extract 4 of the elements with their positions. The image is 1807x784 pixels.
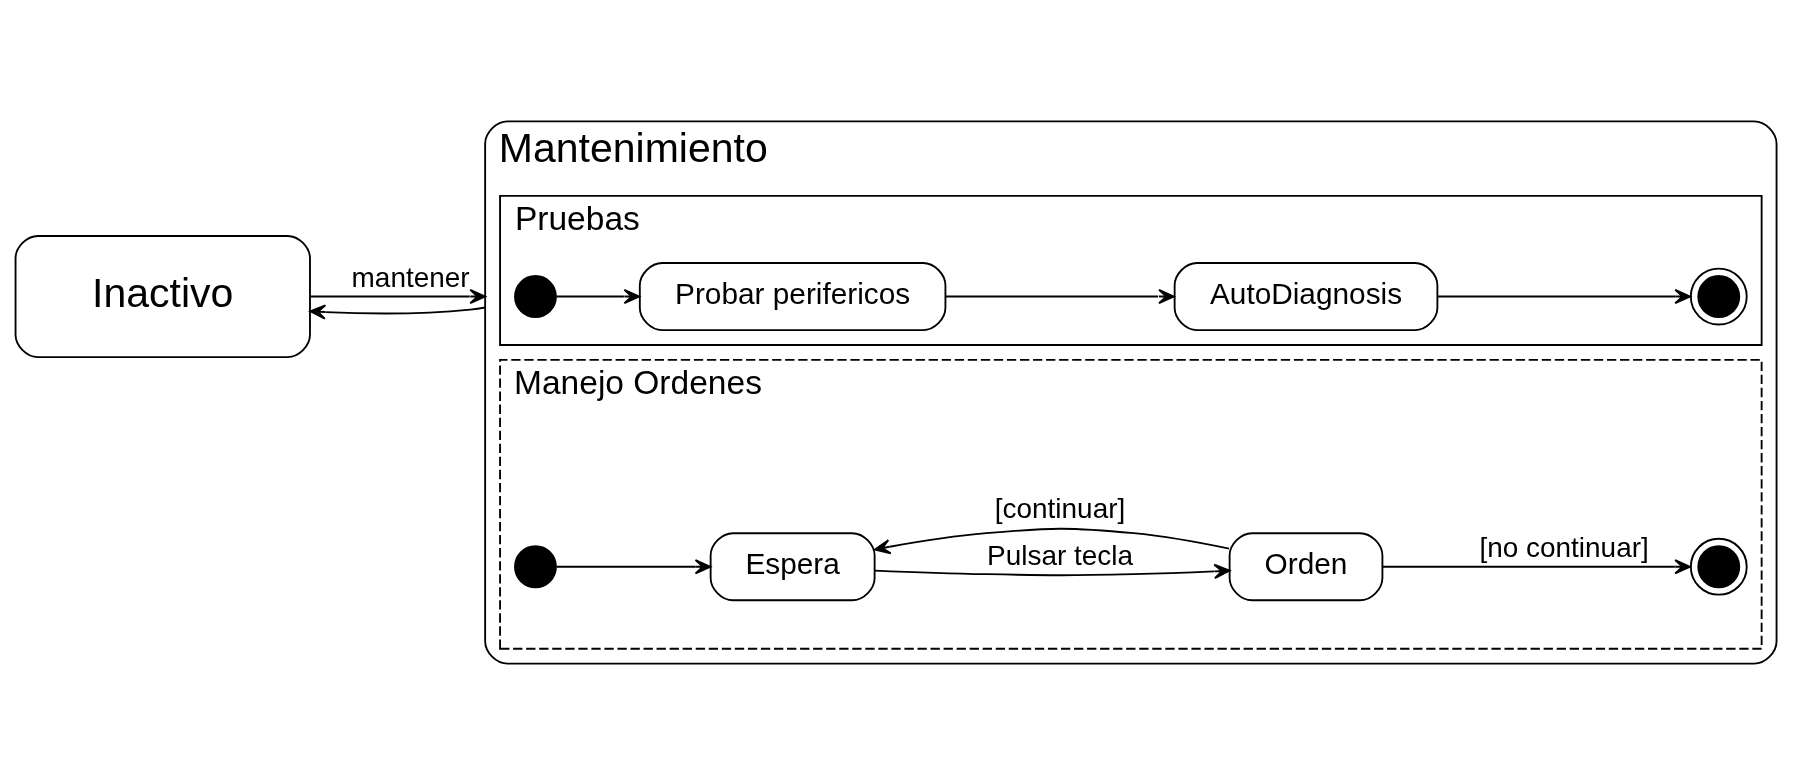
edge-label: [continuar] bbox=[994, 492, 1126, 524]
edge-label: [no continuar] bbox=[1479, 531, 1649, 563]
edge-label: Pulsar tecla bbox=[987, 539, 1134, 571]
edge-label: mantener bbox=[351, 261, 470, 293]
